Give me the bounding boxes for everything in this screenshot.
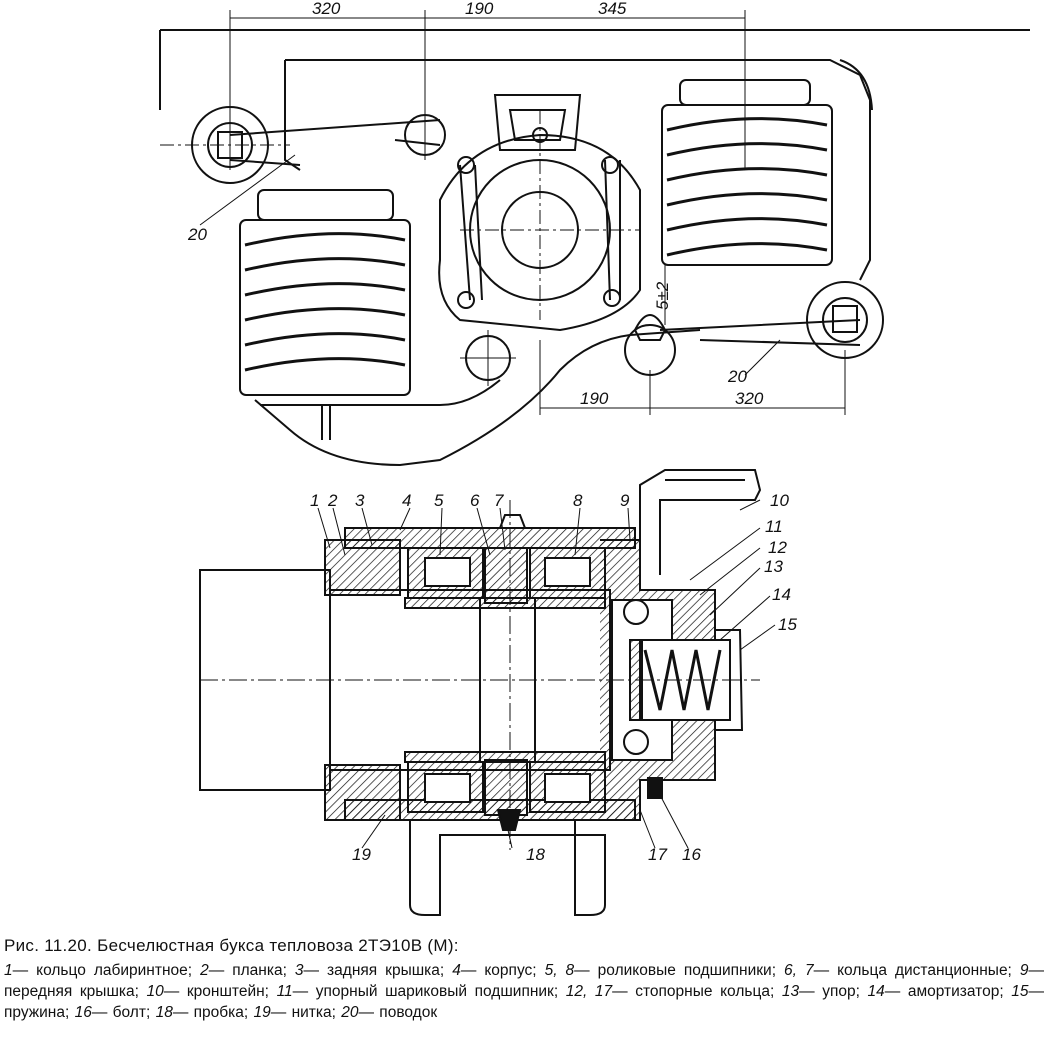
legend-text: — роликовые подшипники; — [574, 962, 785, 979]
legend-text: — пробка; — [172, 1004, 254, 1021]
legend-text: — нитка; — [270, 1004, 342, 1021]
legend-number: 5, 8 — [544, 962, 575, 979]
legend-entry: 5, 8— роликовые подшипники; — [545, 962, 784, 979]
legend-text: — кольца дистанционные; — [813, 962, 1020, 979]
dimension-345-top: 345 — [598, 0, 627, 18]
legend-text: — упорный шариковый подшипник; — [292, 983, 566, 1000]
callout-5: 5 — [434, 491, 444, 510]
legend-number: 14 — [867, 983, 885, 1000]
legend-number: 11 — [276, 983, 293, 1000]
legend-entry: 6, 7— кольца дистанционные; — [784, 962, 1020, 979]
legend-entry: 19— нитка; — [254, 1004, 342, 1021]
callout-3: 3 — [355, 491, 365, 510]
callout-18: 18 — [526, 845, 545, 864]
callout-9: 9 — [620, 491, 630, 510]
legend-entry: 13— упор; — [782, 983, 868, 1000]
callout-12: 12 — [768, 538, 787, 557]
callout-10: 10 — [770, 491, 789, 510]
caption-title: Рис. 11.20. Бесчелюстная букса тепловоза… — [4, 936, 459, 955]
callout-11: 11 — [765, 517, 783, 536]
legend-text: — пружина; — [4, 983, 1044, 1021]
top-view-labels: 320 190 345 190 320 5±2 20 20 — [187, 0, 764, 408]
legend-text: — поводок — [358, 1004, 438, 1021]
legend-entry: 1— кольцо лабиринтное; — [4, 962, 200, 979]
legend-entry: 14— амортизатор; — [867, 983, 1011, 1000]
callout-7: 7 — [494, 491, 504, 510]
legend-text: — болт; — [91, 1004, 156, 1021]
legend-entry: 2— планка; — [200, 962, 295, 979]
figure-caption: Рис. 11.20. Бесчелюстная букса тепловоза… — [4, 936, 1044, 1023]
axlebox-drawing: 320 190 345 190 320 5±2 20 20 — [159, 0, 1030, 916]
dimension-190-bottom: 190 — [580, 389, 609, 408]
callout-17: 17 — [648, 845, 667, 864]
legend-number: 20 — [341, 1004, 359, 1021]
legend-number: 2 — [200, 962, 209, 979]
legend-number: 12, 17 — [565, 983, 613, 1000]
legend-entry: 10— кронштейн; — [147, 983, 277, 1000]
legend-text: — корпус; — [460, 962, 545, 979]
legend-text: — кронштейн; — [163, 983, 277, 1000]
callout-4: 4 — [402, 491, 411, 510]
legend-entry: 16— болт; — [75, 1004, 156, 1021]
section-view — [199, 469, 776, 916]
legend-text: — планка; — [208, 962, 295, 979]
callout-16: 16 — [682, 845, 701, 864]
callout-20-right: 20 — [727, 367, 747, 386]
legend-number: 18 — [155, 1004, 173, 1021]
legend-number: 4 — [452, 962, 461, 979]
legend-entry: 18— пробка; — [156, 1004, 254, 1021]
legend-entry: 3— задняя крышка; — [295, 962, 452, 979]
legend-entry: 20— поводок — [341, 1004, 437, 1021]
legend-entry: 9— передняя крышка; — [4, 962, 1044, 1000]
dimension-320-top: 320 — [312, 0, 341, 18]
legend-entry: 15— пружина; — [4, 983, 1044, 1021]
callout-1: 1 — [310, 491, 319, 510]
section-view-labels: 1 2 3 4 5 6 7 8 9 10 11 12 13 14 15 16 1… — [310, 491, 797, 864]
legend-text: — упор; — [799, 983, 868, 1000]
legend-number: 13 — [781, 983, 800, 1000]
legend-text: — передняя крышка; — [4, 962, 1045, 1000]
callout-6: 6 — [470, 491, 480, 510]
legend-number: 1 — [4, 962, 13, 979]
legend-number: 3 — [294, 962, 304, 979]
gap-label: 5±2 — [653, 281, 672, 310]
callout-15: 15 — [778, 615, 797, 634]
legend-text: — стопорные кольца; — [612, 983, 782, 1000]
legend-number: 9 — [1019, 962, 1029, 979]
top-view — [159, 10, 1030, 467]
legend-number: 10 — [146, 983, 164, 1000]
legend-number: 16 — [74, 1004, 92, 1021]
caption-legend: 1— кольцо лабиринтное; 2— планка; 3— зад… — [4, 960, 1044, 1023]
callout-13: 13 — [764, 557, 783, 576]
callout-8: 8 — [573, 491, 583, 510]
legend-number: 19 — [253, 1004, 271, 1021]
dimension-320-bottom: 320 — [735, 389, 764, 408]
legend-number: 15 — [1011, 983, 1029, 1000]
legend-text: — задняя крышка; — [303, 962, 453, 979]
callout-20-left: 20 — [187, 225, 207, 244]
callout-19: 19 — [352, 845, 371, 864]
legend-entry: 12, 17— стопорные кольца; — [566, 983, 782, 1000]
legend-text: — амортизатор; — [884, 983, 1012, 1000]
callout-14: 14 — [772, 585, 791, 604]
legend-number: 6, 7 — [784, 962, 814, 979]
callout-2: 2 — [327, 491, 338, 510]
legend-entry: 11— упорный шариковый подшипник; — [277, 983, 566, 1000]
legend-text: — кольцо лабиринтное; — [12, 962, 201, 979]
dimension-190-top: 190 — [465, 0, 494, 18]
legend-entry: 4— корпус; — [452, 962, 544, 979]
